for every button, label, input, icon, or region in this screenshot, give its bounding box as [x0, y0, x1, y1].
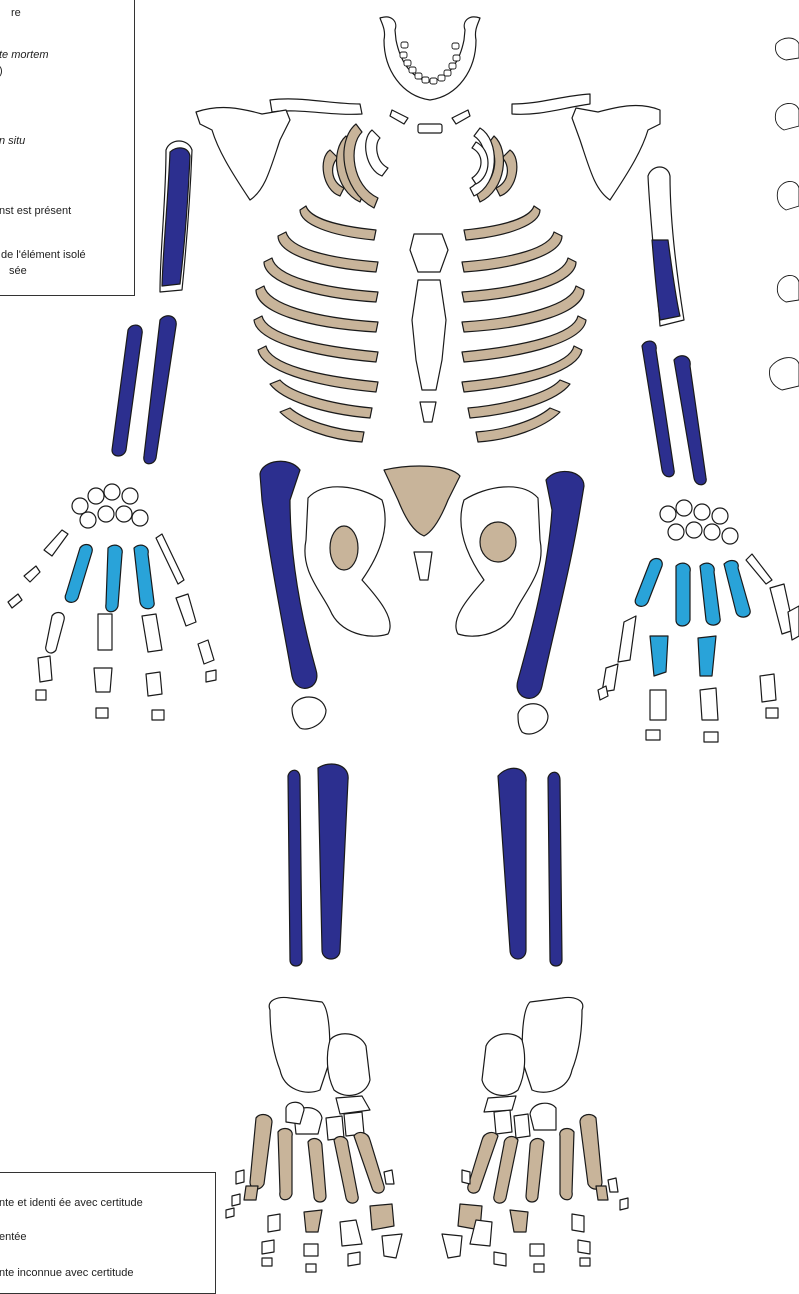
sternum-body — [412, 280, 446, 390]
hip-right — [456, 487, 541, 636]
legend-top-line-5: nst est présent — [0, 205, 71, 217]
legend-top: re te mortem ) n situ nst est présent de… — [0, 0, 135, 296]
legend-top-line-4: n situ — [0, 135, 25, 147]
hand-left — [8, 484, 216, 720]
tibia-left — [318, 764, 348, 959]
scapula-left — [196, 108, 290, 200]
mandible — [380, 17, 480, 100]
legend-bottom-line-3: nte inconnue avec certitude — [0, 1267, 134, 1279]
manubrium — [410, 234, 448, 272]
foot-left — [226, 998, 402, 1273]
legend-top-line-2: te mortem — [0, 49, 49, 61]
tibia-right — [498, 768, 526, 959]
legend-top-line-7: sée — [9, 265, 27, 277]
rib-left-first — [366, 130, 388, 176]
ulna-left — [144, 316, 176, 464]
patella-right — [518, 704, 548, 734]
legend-bottom-line-2: entée — [0, 1231, 27, 1243]
femur-left — [260, 461, 317, 688]
fibula-left — [288, 770, 302, 966]
legend-bottom-line-1: nte et identi ée avec certitude — [0, 1197, 143, 1209]
legend-top-line-6: de l'élément isolé — [1, 249, 86, 261]
sacrum — [384, 466, 460, 536]
vertebrae — [770, 38, 799, 390]
foot-right — [442, 998, 628, 1273]
legend-top-line-3: ) — [0, 65, 3, 77]
fibula-right — [548, 772, 562, 966]
hip-left — [305, 487, 390, 636]
legend-top-line-1: re — [11, 7, 21, 19]
scapula-right — [572, 106, 660, 200]
ulna-right — [674, 356, 706, 485]
patella-left — [292, 697, 326, 729]
legend-bottom: nte et identi ée avec certitude entée nt… — [0, 1172, 216, 1294]
coccyx — [414, 552, 432, 580]
hyoid — [390, 110, 470, 133]
ribs-left — [254, 124, 378, 442]
radius-left — [112, 325, 142, 456]
xiphoid — [420, 402, 436, 422]
radius-right — [642, 341, 674, 477]
hand-right — [598, 500, 799, 742]
